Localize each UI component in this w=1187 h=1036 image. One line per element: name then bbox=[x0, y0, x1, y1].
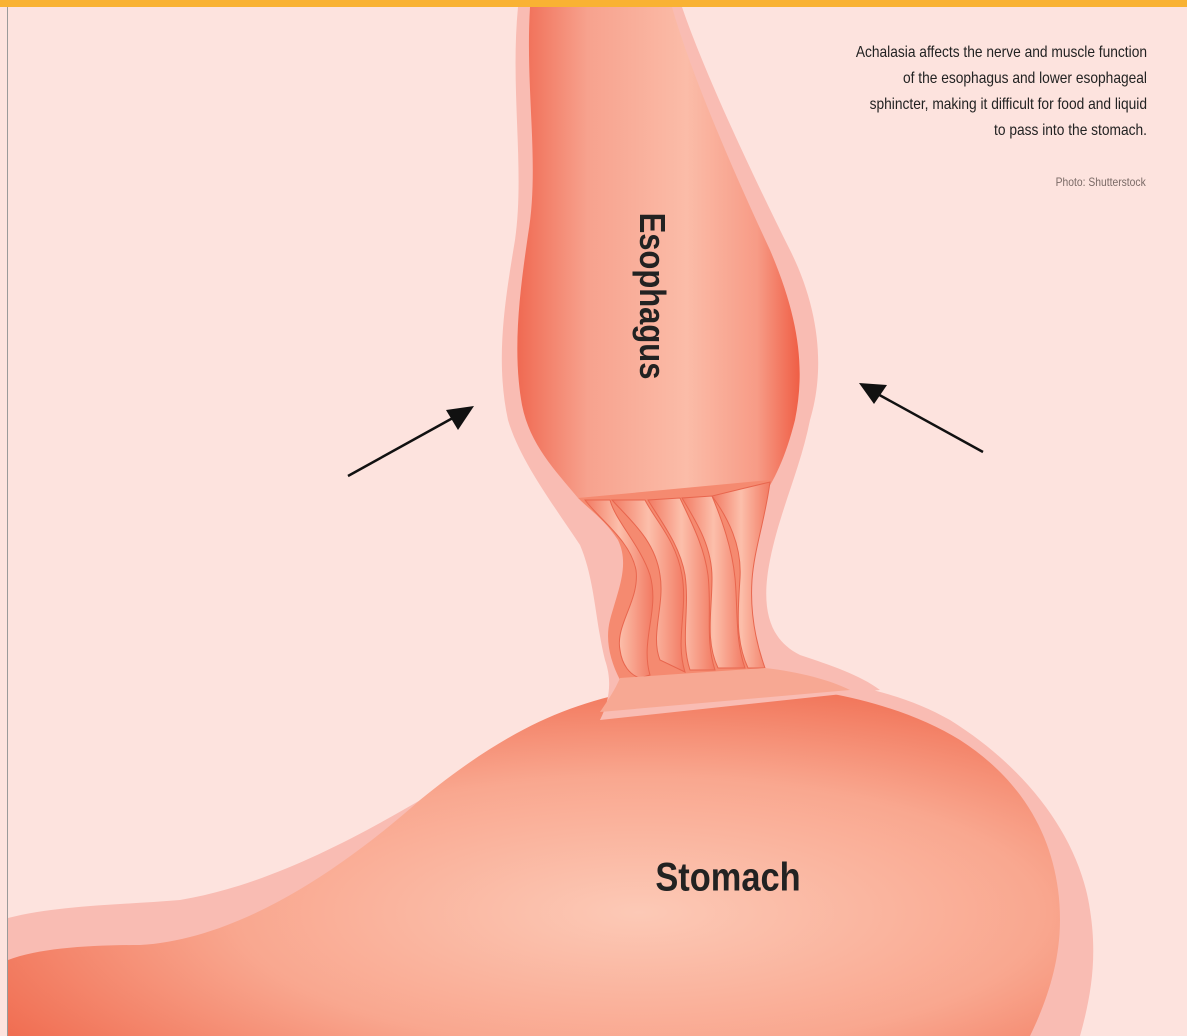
stomach-label: Stomach bbox=[655, 856, 800, 901]
right-arrow bbox=[859, 383, 983, 452]
stomach-body bbox=[8, 683, 1060, 1036]
caption-text: Achalasia affects the nerve and muscle f… bbox=[855, 40, 1147, 144]
photo-credit: Photo: Shutterstock bbox=[1056, 175, 1146, 189]
left-arrow bbox=[348, 406, 474, 476]
esophagus-label: Esophagus bbox=[631, 213, 673, 380]
